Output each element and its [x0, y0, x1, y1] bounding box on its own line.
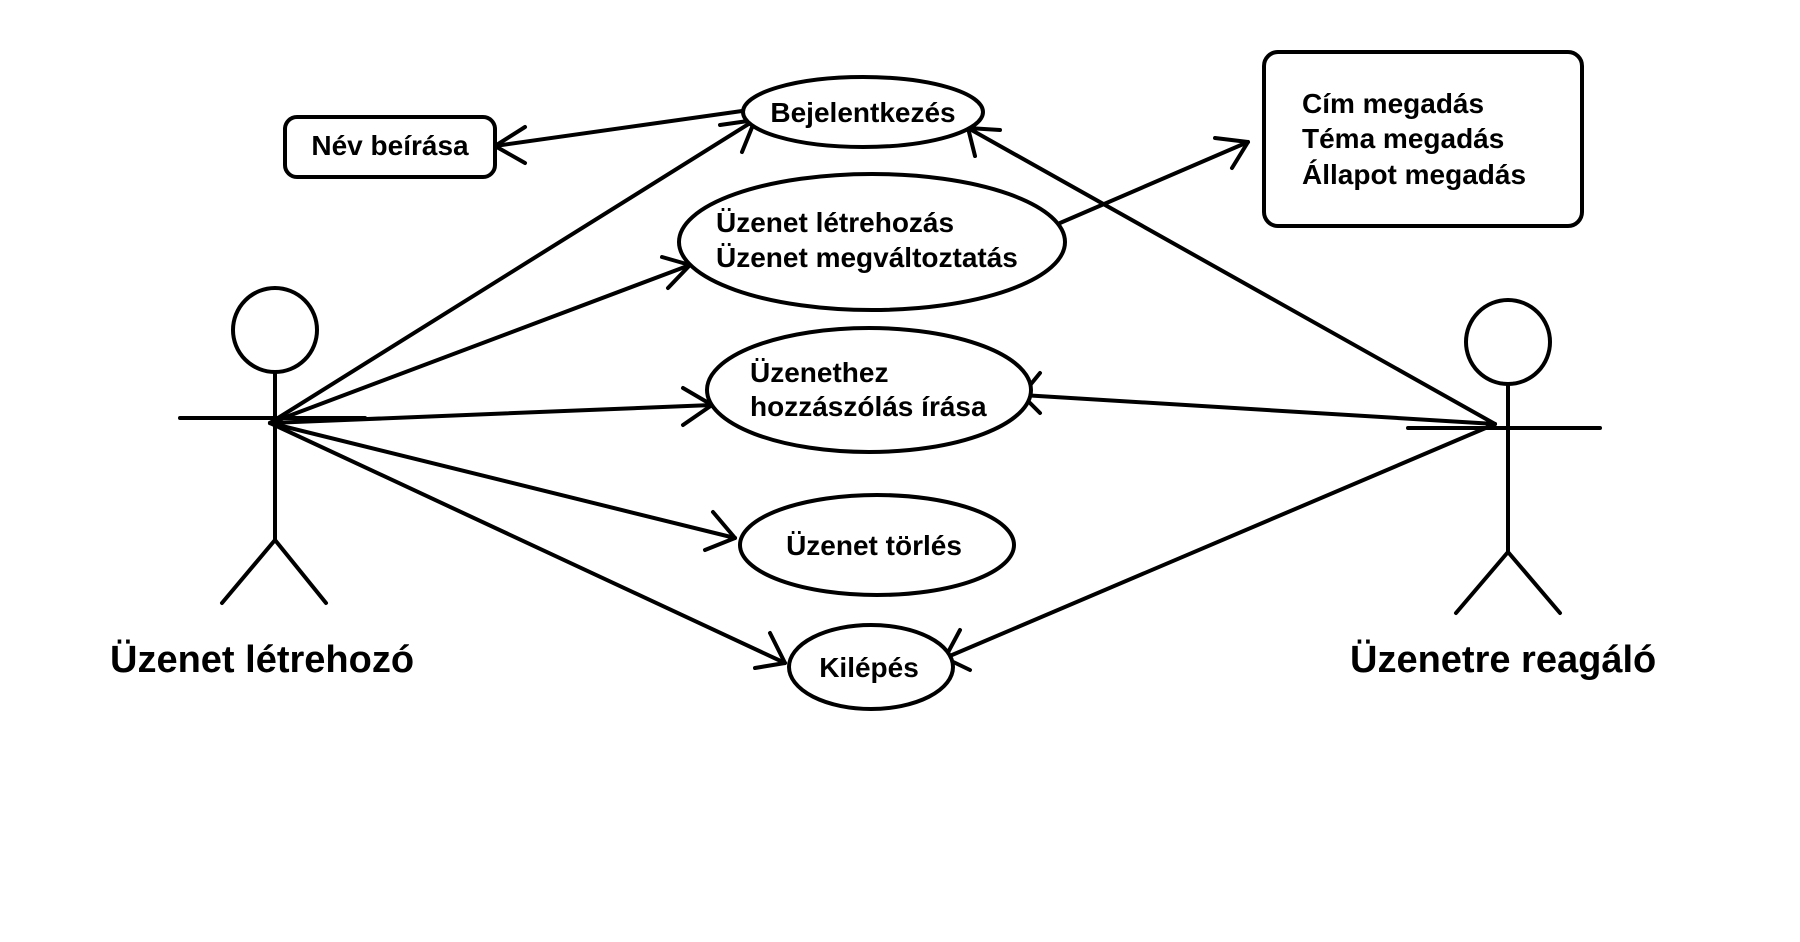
line-reactor-login: [966, 126, 1497, 426]
use-case-logout: Kilépés: [787, 623, 955, 711]
line-creator-delete: [268, 421, 737, 540]
line-creator-logout: [268, 421, 787, 665]
actor-reactor-head: [1464, 298, 1552, 386]
use-case-delete: Üzenet törlés: [738, 493, 1016, 597]
use-case-create-label-1: Üzenet létrehozás: [716, 207, 954, 238]
actor-creator: Üzenet létrehozó: [110, 286, 414, 681]
line-creator-comment: [268, 403, 714, 425]
arrowhead-attributes: [1213, 136, 1250, 170]
line-login-name: [493, 109, 744, 148]
box-attributes-line-3: Állapot megadás: [1302, 159, 1526, 190]
box-attributes-line-1: Cím megadás: [1302, 88, 1484, 119]
arrowhead-logout-left: [753, 631, 787, 670]
box-attributes-line-2: Téma megadás: [1302, 123, 1504, 154]
use-case-create-ellipse: [677, 172, 1067, 312]
use-case-delete-label: Üzenet törlés: [786, 530, 962, 561]
line-reactor-comment: [1020, 393, 1497, 426]
box-attributes: Cím megadás Téma megadás Állapot megadás: [1262, 50, 1584, 228]
actor-reactor-leg-right: [1506, 550, 1562, 615]
actor-creator-label: Üzenet létrehozó: [110, 638, 414, 681]
actor-reactor-label: Üzenetre reagáló: [1350, 638, 1656, 681]
line-reactor-logout: [943, 422, 1497, 660]
use-case-login-label: Bejelentkezés: [770, 97, 955, 128]
use-case-comment: Üzenethez hozzászólás írása: [705, 326, 1033, 454]
use-case-comment-ellipse: [705, 326, 1033, 454]
actor-creator-leg-right: [273, 538, 328, 605]
actor-reactor-leg-left: [1454, 550, 1510, 615]
actor-creator-leg-left: [220, 538, 277, 605]
use-case-login: Bejelentkezés: [741, 75, 985, 149]
box-name-label: Név beírása: [311, 130, 469, 161]
box-attributes-rect: [1262, 50, 1584, 228]
use-case-comment-label-1: Üzenethez: [750, 357, 888, 388]
box-name-rect: [283, 115, 497, 179]
use-case-create: Üzenet létrehozás Üzenet megváltoztatás: [677, 172, 1067, 312]
line-creator-login: [268, 118, 757, 425]
actor-reactor: Üzenetre reagáló: [1350, 298, 1656, 681]
use-case-delete-ellipse: [738, 493, 1016, 597]
use-case-logout-label: Kilépés: [819, 652, 919, 683]
line-create-attributes: [1058, 140, 1250, 225]
use-case-login-ellipse: [741, 75, 985, 149]
actor-creator-head: [231, 286, 319, 374]
use-case-comment-label-2: hozzászólás írása: [750, 391, 987, 422]
arrowhead-delete: [703, 510, 737, 552]
use-case-logout-ellipse: [787, 623, 955, 711]
line-creator-create: [268, 263, 692, 425]
box-name: Név beírása: [283, 115, 497, 179]
use-case-create-label-2: Üzenet megváltoztatás: [716, 242, 1018, 273]
